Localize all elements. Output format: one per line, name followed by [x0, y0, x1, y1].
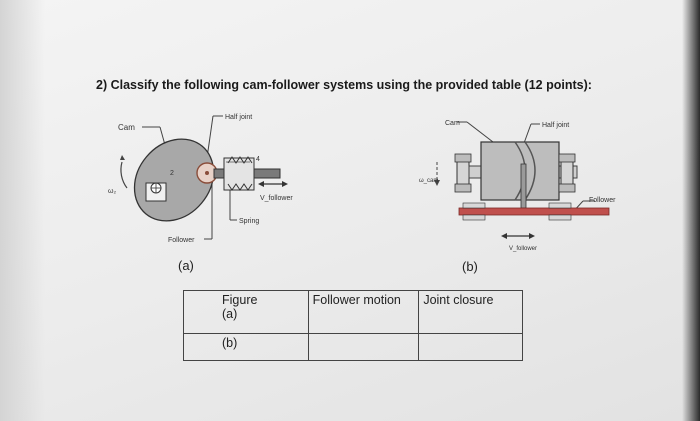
- label-omega-a: ω₂: [108, 188, 116, 195]
- row-b-joint-closure[interactable]: [418, 333, 523, 361]
- table-row: Figure (a) Follower motion Joint closure: [183, 290, 523, 334]
- paper-shadow-right: [682, 0, 700, 421]
- label-v-follower-b: V_follower: [509, 246, 537, 252]
- table-cell-joint-closure-header[interactable]: Joint closure: [418, 290, 523, 334]
- figure-b-caption: (b): [462, 259, 478, 274]
- figure-a-caption: (a): [178, 258, 194, 273]
- label-cam-a: Cam: [118, 123, 135, 132]
- classification-table: Figure (a) Follower motion Joint closure…: [183, 290, 523, 361]
- header-figure: Figure: [222, 293, 258, 307]
- table-row: (b): [183, 333, 523, 361]
- label-spring: Spring: [239, 218, 259, 225]
- table-cell-follower-motion-header[interactable]: Follower motion: [307, 290, 420, 334]
- label-cam-b: Cam: [445, 120, 460, 127]
- paper-shadow-left: [0, 0, 45, 421]
- header-follower-motion: Follower motion: [312, 293, 401, 307]
- label-half-joint-b: Half joint: [542, 122, 569, 129]
- figure-a-diagram: Cam Half joint 2 4 ω₂ V_follower Spring …: [108, 114, 293, 244]
- row-a-figure: (a): [222, 307, 238, 321]
- question-text: 2) Classify the following cam-follower s…: [96, 78, 592, 92]
- label-num-2: 2: [170, 170, 174, 177]
- label-follower-b: Follower: [589, 197, 616, 204]
- header-joint-closure: Joint closure: [423, 293, 494, 307]
- figure-b-diagram: Cam Half joint ω_cam Follower V_follower: [419, 120, 616, 252]
- label-omega-b: ω_cam: [419, 178, 438, 184]
- label-half-joint-a: Half joint: [225, 114, 252, 121]
- row-b-follower-motion[interactable]: [307, 333, 420, 361]
- follower-rail-shape: [458, 207, 610, 216]
- label-v-follower-a: V_follower: [260, 195, 293, 202]
- row-b-figure: (b): [183, 333, 309, 361]
- table-cell-figure-header: Figure (a): [183, 290, 309, 334]
- label-num-4: 4: [256, 156, 260, 163]
- label-follower-a: Follower: [168, 237, 195, 244]
